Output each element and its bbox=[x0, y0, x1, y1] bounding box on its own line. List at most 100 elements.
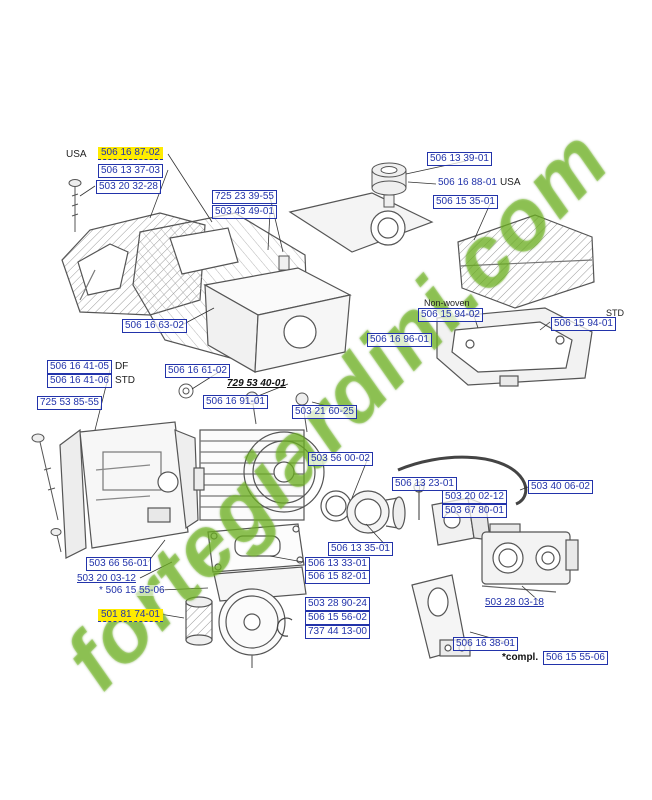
part-number-text: 503 66 56-01 bbox=[86, 557, 151, 571]
screw-drawing bbox=[68, 179, 82, 232]
part-number-text: 501 81 74-01 bbox=[98, 609, 163, 622]
part-number-label: 503 28 03-18 bbox=[485, 597, 544, 609]
part-number-text: 506 13 35-01 bbox=[328, 542, 393, 556]
impulse-hose-drawing bbox=[397, 455, 528, 506]
part-number-text: 503 40 06-02 bbox=[528, 480, 593, 494]
part-number-text: 506 16 41-06 bbox=[47, 374, 112, 388]
part-number-text: USA bbox=[66, 149, 87, 160]
part-number-text: 506 15 94-01 bbox=[551, 317, 616, 331]
part-number-label[interactable]: 503 56 00-02 bbox=[308, 452, 373, 466]
part-number-label[interactable]: 506 16 63-02 bbox=[122, 319, 187, 333]
part-number-label[interactable]: 503 67 80-01 bbox=[442, 504, 507, 518]
fuel-filter-drawing bbox=[185, 596, 213, 646]
part-number-label[interactable]: 506 13 33-01 bbox=[305, 557, 370, 571]
part-number-text: 503 20 32-28 bbox=[96, 180, 161, 194]
part-number-label[interactable]: 506 13 37-03 bbox=[98, 164, 163, 178]
air-filter-drawing bbox=[457, 214, 595, 309]
part-number-label[interactable]: 506 15 56-02 bbox=[305, 611, 370, 625]
variant-suffix: STD bbox=[114, 375, 135, 386]
part-number-text: 506 16 87-02 bbox=[98, 147, 163, 160]
piston-drawing bbox=[218, 588, 293, 668]
part-number-label[interactable]: 503 21 60-25 bbox=[292, 405, 357, 419]
carb-box-cover-drawing bbox=[288, 192, 434, 253]
variant-suffix: USA bbox=[499, 177, 521, 188]
part-number-label: STD bbox=[606, 307, 624, 319]
part-number-label[interactable]: 503 28 90-24 bbox=[305, 597, 370, 611]
part-number-text: 506 16 38-01 bbox=[453, 637, 518, 651]
part-number-label: Non-woven bbox=[424, 297, 470, 309]
part-number-label[interactable]: 506 15 94-01 bbox=[551, 317, 616, 331]
part-number-text: 506 13 37-03 bbox=[98, 164, 163, 178]
part-number-label[interactable]: 506 16 91-01 bbox=[203, 395, 268, 409]
part-number-text: 506 15 82-01 bbox=[305, 570, 370, 584]
part-number-text: 506 15 94-02 bbox=[418, 308, 483, 322]
part-number-text: 506 16 96-01 bbox=[367, 333, 432, 347]
part-number-label: 729 53 40-01 bbox=[227, 378, 286, 390]
part-number-text: 506 16 91-01 bbox=[203, 395, 268, 409]
part-number-text: 506 13 33-01 bbox=[305, 557, 370, 571]
part-number-label[interactable]: 503 20 02-12 bbox=[442, 490, 507, 504]
variant-suffix: DF bbox=[114, 361, 129, 372]
part-number-text: 503 43 49-01 bbox=[212, 205, 277, 219]
part-number-label: 503 20 03-12 bbox=[77, 573, 136, 585]
part-number-label: USA bbox=[66, 149, 87, 161]
part-number-text: 737 44 13-00 bbox=[305, 625, 370, 639]
part-number-text: 503 67 80-01 bbox=[442, 504, 507, 518]
choke-knob-drawing bbox=[371, 162, 407, 208]
part-number-text: 506 16 63-02 bbox=[122, 319, 187, 333]
part-number-label: * 506 15 55-06 bbox=[99, 585, 165, 597]
part-number-label[interactable]: 506 13 39-01 bbox=[427, 152, 492, 166]
part-number-label[interactable]: 506 16 87-02 bbox=[98, 147, 163, 160]
part-number-label[interactable]: 506 13 35-01 bbox=[328, 542, 393, 556]
part-number-text: 729 53 40-01 bbox=[227, 378, 286, 389]
bracket-drawing bbox=[411, 574, 471, 659]
part-number-text: 506 15 35-01 bbox=[433, 195, 498, 209]
part-number-label[interactable]: 506 16 96-01 bbox=[367, 333, 432, 347]
part-number-label[interactable]: 506 15 82-01 bbox=[305, 570, 370, 584]
part-number-label[interactable]: 725 23 39-55 bbox=[212, 190, 277, 204]
part-number-text: 725 23 39-55 bbox=[212, 190, 277, 204]
part-number-label[interactable]: 737 44 13-00 bbox=[305, 625, 370, 639]
part-number-text: 506 15 56-02 bbox=[305, 611, 370, 625]
part-number-label[interactable]: 506 16 61-02 bbox=[165, 364, 230, 378]
part-number-text: 503 20 03-12 bbox=[77, 573, 136, 584]
part-number-text: *compl. bbox=[502, 652, 539, 663]
muffler-screw-drawing bbox=[31, 433, 62, 553]
part-number-label[interactable]: 725 53 85-55 bbox=[37, 396, 102, 410]
part-number-label[interactable]: 506 13 23-01 bbox=[392, 477, 457, 491]
part-number-text: 503 56 00-02 bbox=[308, 452, 373, 466]
part-number-text: * 506 15 55-06 bbox=[99, 585, 165, 596]
part-number-text: 506 16 41-05 bbox=[47, 360, 112, 374]
part-number-label[interactable]: 503 66 56-01 bbox=[86, 557, 151, 571]
part-number-text: 506 16 61-02 bbox=[165, 364, 230, 378]
part-number-text: 503 28 03-18 bbox=[485, 597, 544, 608]
part-number-text: 503 21 60-25 bbox=[292, 405, 357, 419]
part-number-text: 506 13 23-01 bbox=[392, 477, 457, 491]
part-number-label[interactable]: 503 43 49-01 bbox=[212, 205, 277, 219]
part-number-label[interactable]: 506 15 35-01 bbox=[433, 195, 498, 209]
cylinder-drawing bbox=[193, 429, 325, 521]
part-number-label[interactable]: 503 20 32-28 bbox=[96, 180, 161, 194]
part-number-text: 503 28 90-24 bbox=[305, 597, 370, 611]
part-number-label[interactable]: 506 15 94-02 bbox=[418, 308, 483, 322]
part-number-label[interactable]: 506 15 55-06 bbox=[543, 651, 608, 665]
part-number-text: 503 20 02-12 bbox=[442, 490, 507, 504]
part-number-label[interactable]: 506 16 38-01 bbox=[453, 637, 518, 651]
part-number-text: Non-woven bbox=[424, 298, 470, 308]
part-number-text: 506 15 55-06 bbox=[543, 651, 608, 665]
intake-boot-drawing bbox=[320, 490, 406, 534]
part-number-label: *compl. bbox=[502, 652, 538, 664]
part-number-text: 725 53 85-55 bbox=[37, 396, 102, 410]
part-number-label[interactable]: 503 40 06-02 bbox=[528, 480, 593, 494]
part-number-text: 506 16 88-01 bbox=[438, 177, 497, 188]
air-box-drawing bbox=[203, 267, 352, 374]
muffler-drawing bbox=[59, 421, 199, 559]
part-number-text: 506 13 39-01 bbox=[427, 152, 492, 166]
part-number-label[interactable]: 501 81 74-01 bbox=[98, 609, 163, 622]
